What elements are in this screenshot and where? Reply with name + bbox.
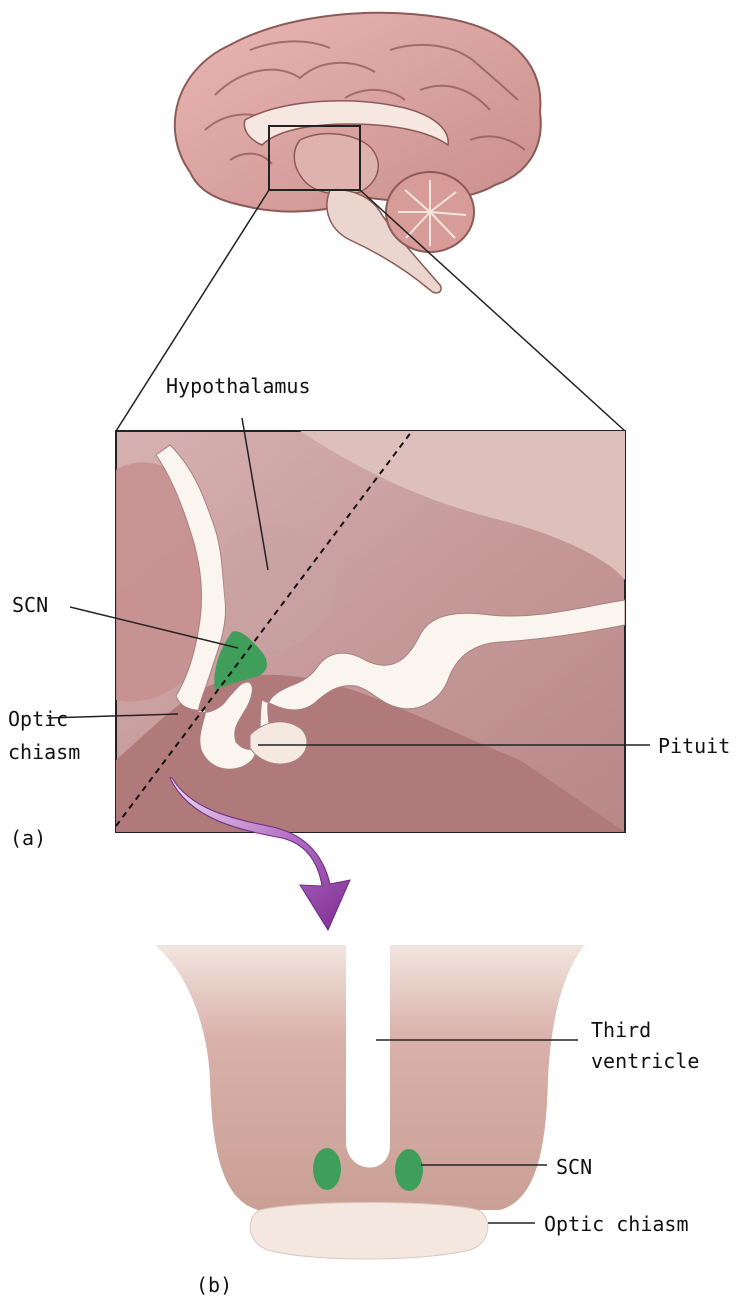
label-third-line2: ventricle — [591, 1049, 699, 1073]
panel-b-marker: (b) — [196, 1273, 232, 1297]
label-scn-a: SCN — [12, 593, 48, 617]
label-scn-b: SCN — [556, 1155, 592, 1179]
panel-b-third-ventricle — [346, 945, 390, 1168]
label-optic-chiasm-b: Optic chiasm — [544, 1212, 689, 1236]
panel-b-diagram — [155, 945, 585, 1259]
label-pituitary: Pituit — [658, 734, 730, 758]
inset-panel-a — [116, 431, 625, 832]
label-optic-line2: chiasm — [8, 740, 80, 764]
label-optic-line1: Optic — [8, 707, 68, 731]
panel-b-optic-chiasm — [250, 1203, 488, 1260]
scn-right[interactable] — [395, 1149, 423, 1191]
scn-left[interactable] — [313, 1148, 341, 1190]
label-third-line1: Third — [591, 1018, 651, 1042]
panel-a-marker: (a) — [10, 826, 46, 850]
label-hypothalamus: Hypothalamus — [166, 374, 311, 398]
